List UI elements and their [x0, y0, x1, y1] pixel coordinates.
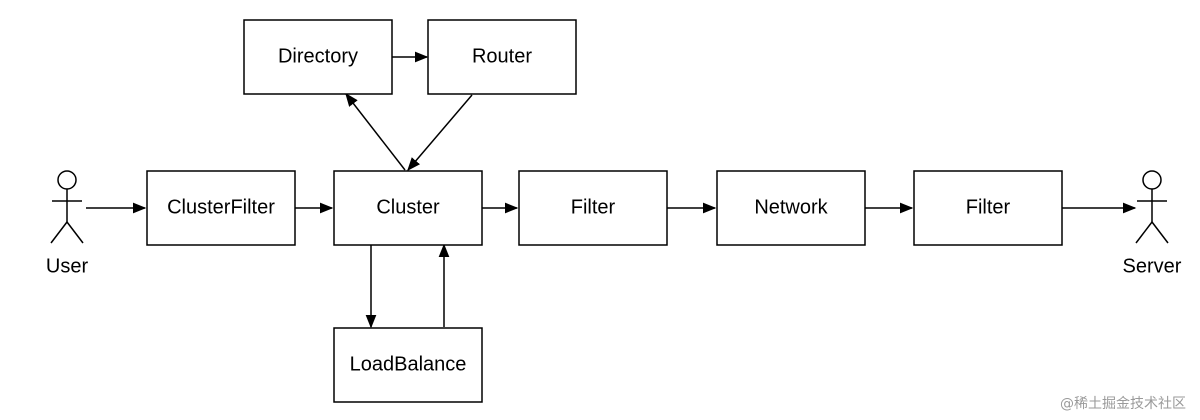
node-loadbalance: LoadBalance — [333, 327, 483, 403]
edges — [86, 51, 1137, 329]
node-clusterfilter: ClusterFilter — [146, 170, 296, 246]
node-filter-2-label: Filter — [966, 196, 1011, 218]
node-router-label: Router — [472, 45, 532, 67]
edge-router-to-cluster — [407, 94, 473, 172]
node-directory: Directory — [243, 19, 393, 95]
node-router: Router — [427, 19, 577, 95]
edge-cluster-to-directory — [345, 92, 406, 171]
node-network-label: Network — [754, 196, 828, 218]
node-clusterfilter-label: ClusterFilter — [167, 196, 275, 218]
server-stick-figure-icon — [1135, 170, 1169, 244]
watermark-text: @稀土掘金技术社区 — [1060, 396, 1186, 412]
node-filter-1: Filter — [518, 170, 668, 246]
node-cluster-label: Cluster — [376, 196, 440, 218]
node-filter-1-label: Filter — [571, 196, 616, 218]
node-network: Network — [716, 170, 866, 246]
actor-user-label: User — [46, 255, 89, 277]
node-cluster: Cluster — [333, 170, 483, 246]
user-stick-figure-icon — [50, 170, 84, 244]
actor-server-label: Server — [1123, 255, 1182, 277]
node-filter-2: Filter — [913, 170, 1063, 246]
node-directory-label: Directory — [278, 45, 358, 67]
actor-user: User — [46, 170, 89, 277]
actor-server: Server — [1123, 170, 1182, 277]
node-loadbalance-label: LoadBalance — [350, 353, 467, 375]
